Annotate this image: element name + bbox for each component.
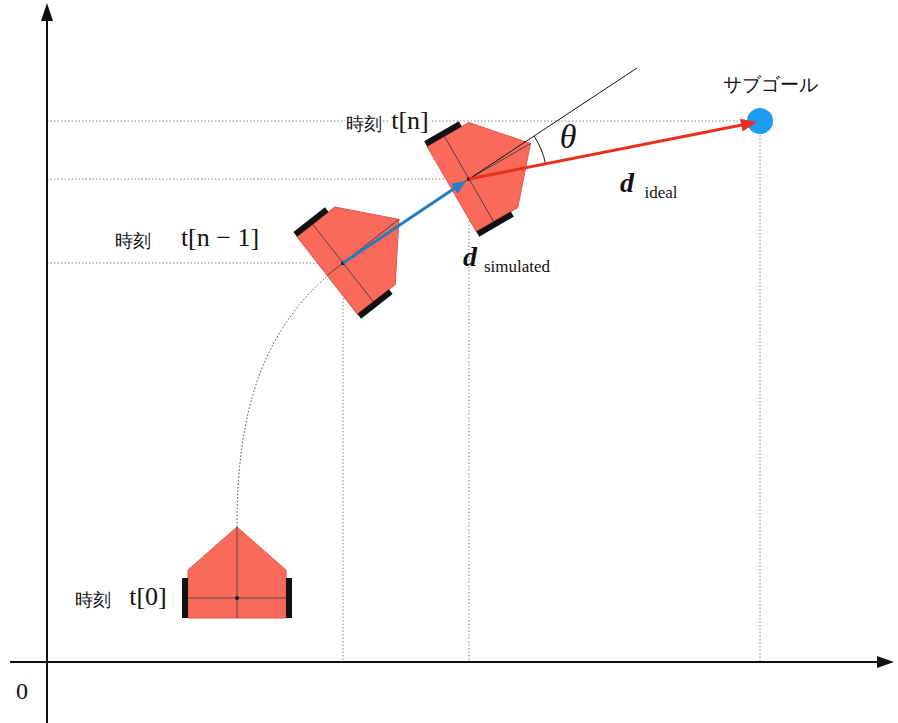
axis-arrowhead bbox=[41, 3, 53, 21]
angle-arc bbox=[534, 136, 546, 164]
origin-label: 0 bbox=[16, 679, 28, 704]
guide-lines bbox=[47, 121, 760, 662]
guide-line bbox=[47, 179, 469, 180]
time-index: t[0] bbox=[129, 583, 167, 610]
subgoal-label: サブゴール bbox=[723, 75, 818, 95]
vector-subscript: ideal bbox=[644, 184, 677, 202]
guide-line bbox=[760, 121, 761, 662]
vector-subscript: simulated bbox=[484, 258, 550, 276]
time-label: 時刻 bbox=[345, 115, 383, 134]
time-label: 時刻 bbox=[115, 232, 151, 251]
guide-line bbox=[47, 263, 343, 264]
vector-symbol: d bbox=[620, 168, 634, 197]
time-index: t[n] bbox=[390, 107, 430, 134]
time-index: t[n − 1] bbox=[181, 224, 259, 251]
guide-line bbox=[343, 263, 344, 662]
vector-symbol: d bbox=[463, 242, 477, 271]
ideal-vector bbox=[469, 125, 743, 179]
robot bbox=[293, 176, 432, 319]
robot bbox=[182, 527, 292, 618]
vector-arrowhead bbox=[451, 181, 466, 194]
time-label: 時刻 bbox=[75, 591, 111, 610]
axis-arrowhead bbox=[877, 656, 894, 668]
simulated-vector bbox=[343, 188, 455, 263]
vector-arrowhead bbox=[740, 119, 757, 132]
trajectory bbox=[237, 263, 343, 527]
y-axis bbox=[46, 18, 48, 723]
angle-label: θ bbox=[560, 119, 577, 155]
x-axis bbox=[10, 661, 880, 663]
